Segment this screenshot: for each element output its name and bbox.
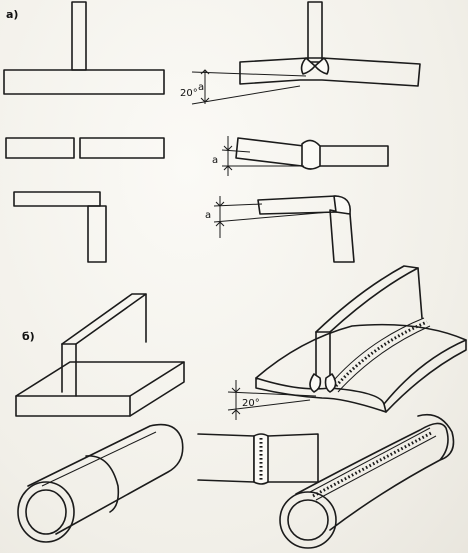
part-a-label: а) bbox=[6, 8, 18, 21]
tube-before bbox=[17, 423, 184, 543]
long-weld-bead-right bbox=[324, 373, 337, 393]
weld-bead-left bbox=[300, 57, 316, 75]
part-b-label: б) bbox=[22, 330, 35, 343]
tube-after bbox=[279, 413, 455, 549]
butt-weld-side-view bbox=[197, 433, 319, 485]
corner-joint-after: а bbox=[205, 195, 355, 263]
long-weld-bead-left bbox=[309, 373, 322, 393]
t-joint-after: 20° а bbox=[180, 1, 421, 105]
corner-joint-before bbox=[13, 191, 107, 263]
dim-a3: а bbox=[205, 210, 211, 221]
t-joint-before bbox=[3, 1, 165, 95]
angle-20-top: 20° bbox=[180, 88, 198, 99]
corner-weld-bead bbox=[333, 195, 351, 215]
butt-joint-after: а bbox=[212, 136, 389, 176]
long-t-beam-after: 20° bbox=[227, 265, 467, 420]
long-t-beam-before bbox=[15, 293, 185, 417]
dim-a2: а bbox=[212, 155, 218, 166]
angle-20-bottom: 20° bbox=[242, 398, 260, 409]
butt-joint-before bbox=[5, 137, 165, 159]
longitudinal-weld-seam bbox=[312, 430, 434, 498]
weld-bead-right bbox=[314, 57, 330, 75]
dim-a1-top: а bbox=[198, 82, 204, 93]
butt-weld-bead bbox=[301, 139, 321, 170]
